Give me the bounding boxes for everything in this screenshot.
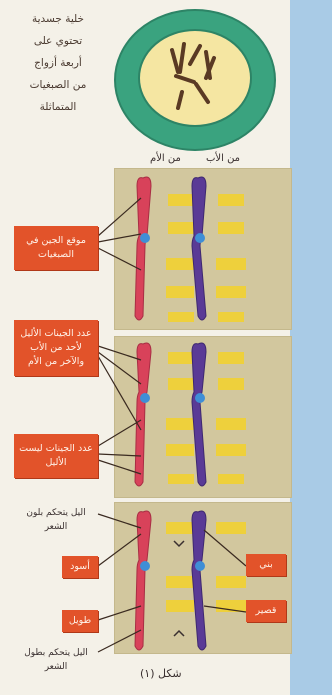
label-brown: أسود bbox=[62, 556, 98, 578]
label-alleles-same: عدد الجينات ليست الأليل bbox=[14, 434, 98, 478]
label-length-gene: اليل يتحكم بطول الشعر bbox=[18, 646, 94, 674]
label-color-gene: اليل يتحكم بلون الشعر bbox=[18, 506, 94, 534]
label-short: قصير bbox=[246, 600, 286, 622]
label-gene-locus: موقع الجين في الصبغيات bbox=[14, 226, 98, 270]
label-alleles-diff: عدد الجينات الأليل لأحد من الأب والآخر م… bbox=[14, 320, 98, 376]
label-long: طويل bbox=[62, 610, 98, 632]
label-black: بني bbox=[246, 554, 286, 576]
figure-caption: شكل (١) bbox=[140, 667, 182, 680]
cell-icon bbox=[115, 10, 275, 150]
